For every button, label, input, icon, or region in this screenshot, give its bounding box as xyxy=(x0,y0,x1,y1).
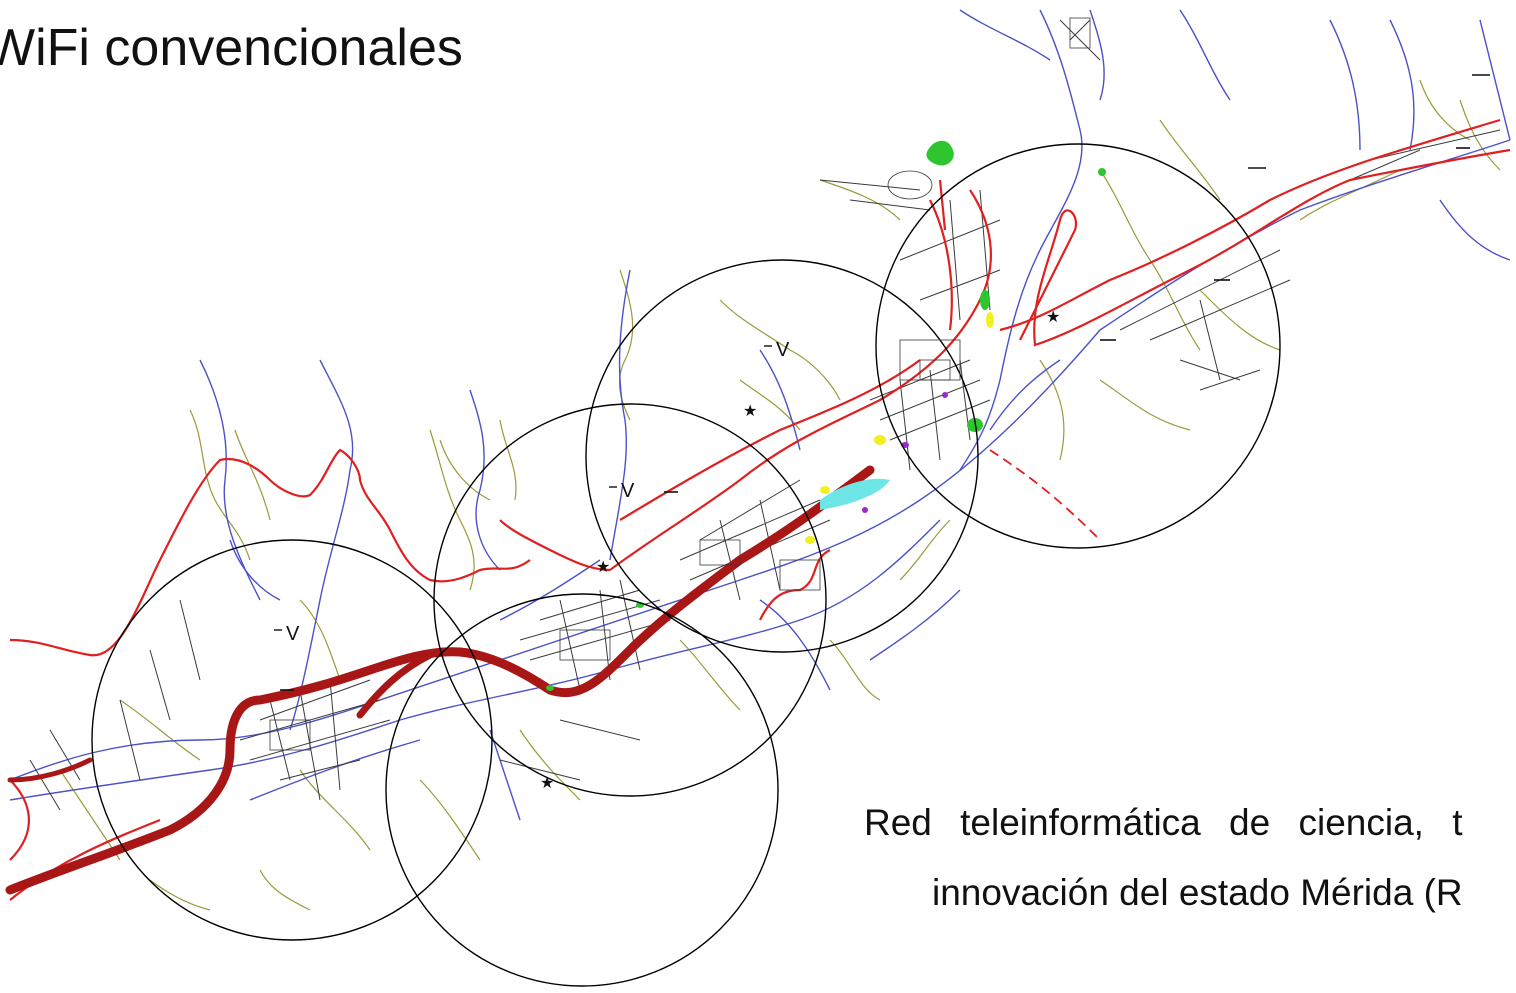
star-icon: ★ xyxy=(743,401,757,420)
antenna-marker: V xyxy=(621,480,635,502)
star-icon: ★ xyxy=(540,773,554,792)
terrain-contours xyxy=(59,79,1501,911)
slide-title: WiFi convencionales xyxy=(0,19,463,77)
caption-line-2: innovación del estado Mérida (R xyxy=(932,872,1463,913)
coverage-circle-1 xyxy=(91,539,493,941)
antenna-markers: V V V xyxy=(286,339,790,645)
slide-caption: Red teleinformática de ciencia, t innova… xyxy=(864,788,1516,928)
street-grid xyxy=(29,19,1501,811)
coverage-circle-2 xyxy=(385,593,779,987)
star-icon: ★ xyxy=(596,557,610,576)
antenna-marker: V xyxy=(776,339,790,361)
main-highway xyxy=(5,465,875,895)
building-clusters xyxy=(269,17,1091,751)
coverage-circle-4 xyxy=(585,259,979,653)
antenna-ticks xyxy=(274,345,772,631)
star-landmarks: ★ ★ ★ ★ xyxy=(540,307,1060,792)
coverage-circle-3 xyxy=(433,403,827,797)
coverage-circle-5 xyxy=(875,143,1281,549)
star-icon: ★ xyxy=(1046,307,1060,326)
antenna-marker: V xyxy=(286,623,300,645)
secondary-roads xyxy=(9,118,1511,901)
dashed-route xyxy=(989,449,1101,541)
caption-line-1: Red teleinformática de ciencia, t xyxy=(864,802,1463,843)
map-dash-labels xyxy=(280,74,1490,691)
rivers xyxy=(9,9,1511,821)
coverage-circles xyxy=(91,143,1281,987)
